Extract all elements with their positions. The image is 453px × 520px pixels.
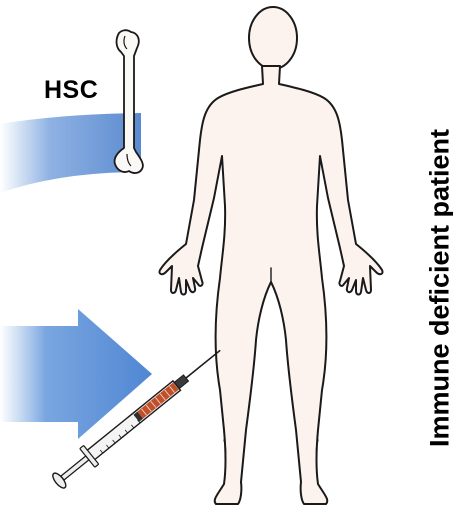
patient-label: Immune deficient patient xyxy=(427,129,453,447)
hsc-label: HSC xyxy=(44,78,98,103)
patient-body-icon xyxy=(159,7,382,504)
